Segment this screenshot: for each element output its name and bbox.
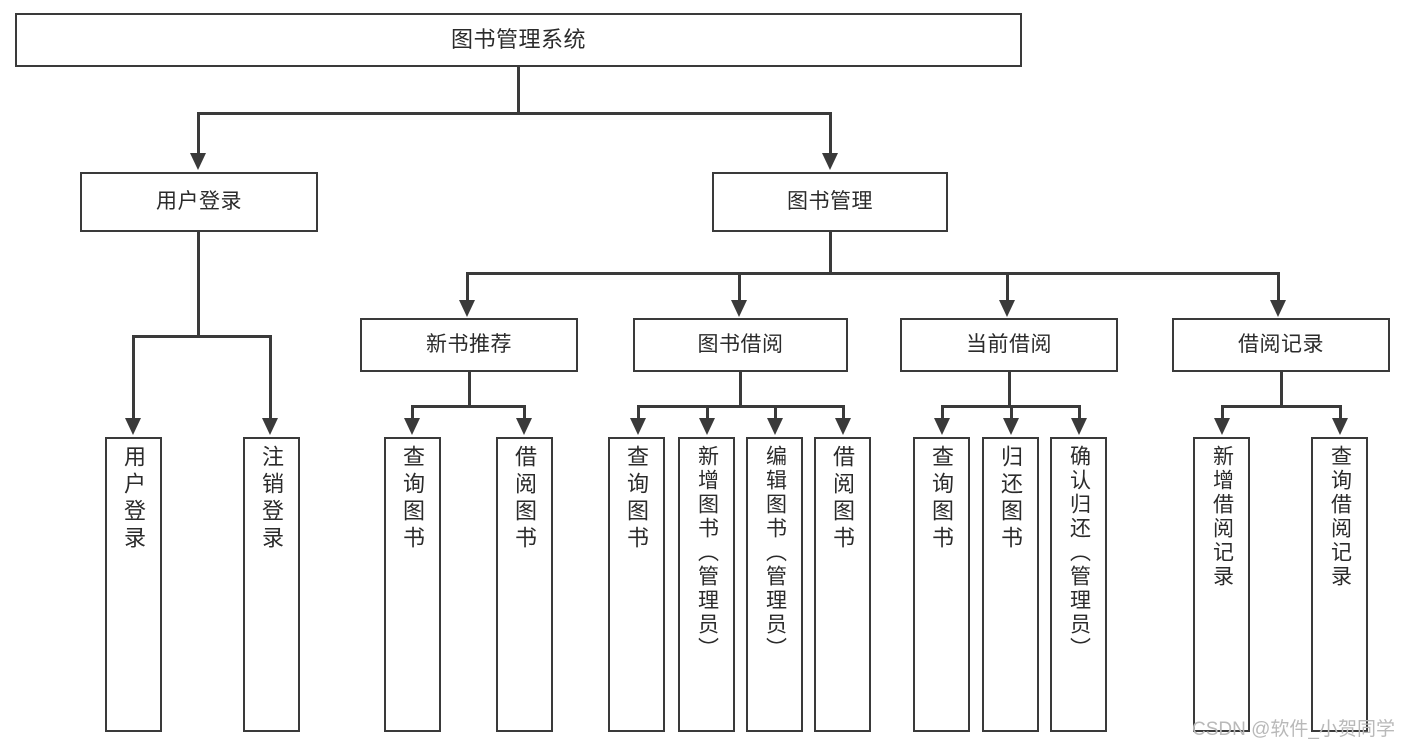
node-label: 新增图书（管理员） bbox=[695, 445, 719, 661]
node-label: 图书管理 bbox=[787, 189, 873, 213]
connector-new-book-bus bbox=[411, 405, 526, 408]
node-label: 查询图书 bbox=[624, 445, 650, 553]
connector-bm-to-current-borrow bbox=[1006, 272, 1009, 302]
connector-borrow-record-to-leaf-1 bbox=[1221, 405, 1224, 422]
connector-book-borrow-to-leaf-2 bbox=[706, 405, 709, 422]
node-new-book-recommend[interactable]: 新书推荐 bbox=[360, 318, 578, 372]
node-label: 查询图书 bbox=[929, 445, 955, 553]
node-book-borrow[interactable]: 图书借阅 bbox=[633, 318, 848, 372]
node-label: 图书管理系统 bbox=[450, 27, 586, 53]
connector-root-bus bbox=[197, 112, 831, 115]
arrowhead-bm-to-current-borrow bbox=[999, 300, 1015, 317]
connector-root-to-user-login bbox=[197, 112, 200, 155]
arrowhead-borrow-record-leaf-2 bbox=[1332, 418, 1348, 435]
arrowhead-book-borrow-leaf-2 bbox=[699, 418, 715, 435]
connector-bm-to-new-book bbox=[466, 272, 469, 302]
connector-current-borrow-to-leaf-2 bbox=[1010, 405, 1013, 422]
arrowhead-root-to-user-login bbox=[190, 153, 206, 170]
node-label: 确认归还（管理员） bbox=[1067, 445, 1091, 661]
node-label: 当前借阅 bbox=[966, 332, 1052, 356]
connector-user-login-to-leaf-2 bbox=[269, 335, 272, 420]
connector-borrow-record-stem bbox=[1280, 372, 1283, 405]
arrowhead-borrow-record-leaf-1 bbox=[1214, 418, 1230, 435]
connector-current-borrow-to-leaf-1 bbox=[941, 405, 944, 422]
leaf-borrow-record-query-record[interactable]: 查询借阅记录 bbox=[1311, 437, 1368, 732]
node-user-login[interactable]: 用户登录 bbox=[80, 172, 318, 232]
connector-book-management-bus bbox=[466, 272, 1280, 275]
arrowhead-current-borrow-leaf-3 bbox=[1071, 418, 1087, 435]
leaf-user-login-login[interactable]: 用户登录 bbox=[105, 437, 162, 732]
arrowhead-new-book-leaf-2 bbox=[516, 418, 532, 435]
connector-current-borrow-stem bbox=[1008, 372, 1011, 405]
arrowhead-book-borrow-leaf-1 bbox=[630, 418, 646, 435]
connector-root-stem bbox=[517, 67, 520, 112]
connector-book-borrow-to-leaf-3 bbox=[774, 405, 777, 422]
node-borrow-record[interactable]: 借阅记录 bbox=[1172, 318, 1390, 372]
connector-book-borrow-to-leaf-4 bbox=[842, 405, 845, 422]
leaf-current-borrow-return-books[interactable]: 归还图书 bbox=[982, 437, 1039, 732]
node-label: 查询借阅记录 bbox=[1328, 445, 1352, 589]
arrowhead-user-login-leaf-2 bbox=[262, 418, 278, 435]
leaf-book-borrow-borrow-books[interactable]: 借阅图书 bbox=[814, 437, 871, 732]
leaf-borrow-record-add-record[interactable]: 新增借阅记录 bbox=[1193, 437, 1250, 732]
node-label: 借阅记录 bbox=[1238, 332, 1324, 356]
connector-book-management-stem bbox=[829, 232, 832, 272]
arrowhead-book-borrow-leaf-3 bbox=[767, 418, 783, 435]
node-label: 编辑图书（管理员） bbox=[763, 445, 787, 661]
connector-borrow-record-to-leaf-2 bbox=[1339, 405, 1342, 422]
connector-new-book-stem bbox=[468, 372, 471, 405]
connector-bm-to-book-borrow bbox=[738, 272, 741, 302]
node-label: 新增借阅记录 bbox=[1210, 445, 1234, 589]
leaf-new-book-borrow-books[interactable]: 借阅图书 bbox=[496, 437, 553, 732]
connector-user-login-to-leaf-1 bbox=[132, 335, 135, 420]
connector-new-book-to-leaf-1 bbox=[411, 405, 414, 422]
connector-root-to-book-management bbox=[829, 112, 832, 155]
arrowhead-bm-to-new-book bbox=[459, 300, 475, 317]
arrowhead-user-login-leaf-1 bbox=[125, 418, 141, 435]
leaf-book-borrow-edit-book-admin[interactable]: 编辑图书（管理员） bbox=[746, 437, 803, 732]
node-label: 借阅图书 bbox=[830, 445, 856, 553]
arrowhead-current-borrow-leaf-2 bbox=[1003, 418, 1019, 435]
leaf-user-login-logout[interactable]: 注销登录 bbox=[243, 437, 300, 732]
leaf-book-borrow-add-book-admin[interactable]: 新增图书（管理员） bbox=[678, 437, 735, 732]
node-label: 注销登录 bbox=[259, 445, 285, 553]
leaf-current-borrow-query-books[interactable]: 查询图书 bbox=[913, 437, 970, 732]
connector-new-book-to-leaf-2 bbox=[523, 405, 526, 422]
node-label: 归还图书 bbox=[998, 445, 1024, 553]
node-label: 借阅图书 bbox=[512, 445, 538, 553]
connector-current-borrow-to-leaf-3 bbox=[1078, 405, 1081, 422]
node-root-book-management-system[interactable]: 图书管理系统 bbox=[15, 13, 1022, 67]
arrowhead-new-book-leaf-1 bbox=[404, 418, 420, 435]
connector-user-login-stem bbox=[197, 232, 200, 335]
connector-user-login-bus bbox=[132, 335, 270, 338]
leaf-book-borrow-query-books[interactable]: 查询图书 bbox=[608, 437, 665, 732]
connector-bm-to-borrow-record bbox=[1277, 272, 1280, 302]
connector-borrow-record-bus bbox=[1221, 405, 1342, 408]
arrowhead-bm-to-book-borrow bbox=[731, 300, 747, 317]
node-label: 查询图书 bbox=[400, 445, 426, 553]
node-label: 图书借阅 bbox=[697, 332, 784, 356]
arrowhead-book-borrow-leaf-4 bbox=[835, 418, 851, 435]
node-book-management[interactable]: 图书管理 bbox=[712, 172, 948, 232]
node-current-borrow[interactable]: 当前借阅 bbox=[900, 318, 1118, 372]
node-label: 新书推荐 bbox=[426, 332, 512, 356]
connector-book-borrow-stem bbox=[739, 372, 742, 405]
node-label: 用户登录 bbox=[121, 445, 147, 553]
arrowhead-bm-to-borrow-record bbox=[1270, 300, 1286, 317]
connector-book-borrow-to-leaf-1 bbox=[637, 405, 640, 422]
arrowhead-current-borrow-leaf-1 bbox=[934, 418, 950, 435]
leaf-current-borrow-confirm-return-admin[interactable]: 确认归还（管理员） bbox=[1050, 437, 1107, 732]
node-label: 用户登录 bbox=[156, 189, 242, 213]
leaf-new-book-query-books[interactable]: 查询图书 bbox=[384, 437, 441, 732]
arrowhead-root-to-book-management bbox=[822, 153, 838, 170]
connector-book-borrow-bus bbox=[637, 405, 845, 408]
